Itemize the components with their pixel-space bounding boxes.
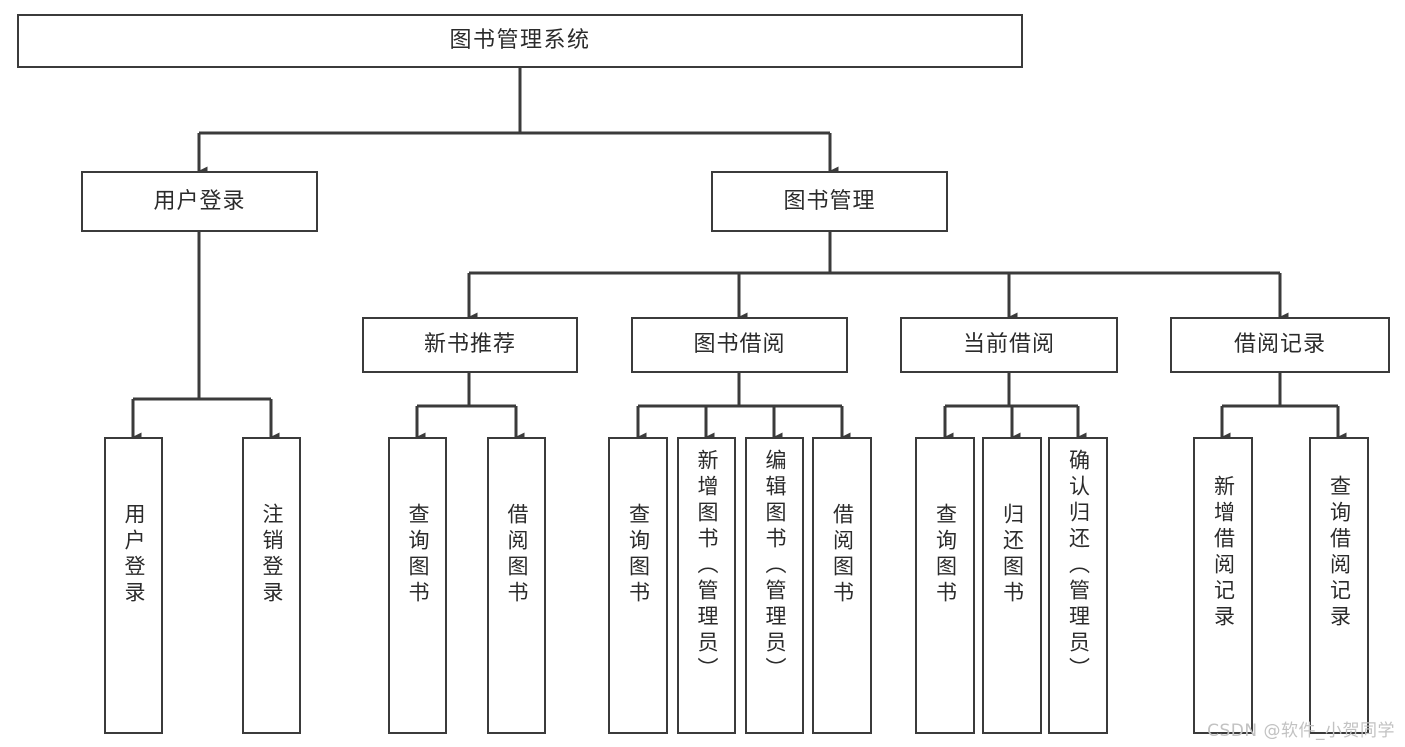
node-label: 借阅记录 <box>1233 332 1326 358</box>
node-new-book-recommend[interactable]: 新书推荐 <box>362 317 578 373</box>
node-user-login[interactable]: 用户登录 <box>81 171 318 232</box>
node-book-management[interactable]: 图书管理 <box>711 171 948 232</box>
leaf-book-borrow-add[interactable]: 新增图书（管理员） <box>677 437 736 734</box>
leaf-borrow-record-query[interactable]: 查询借阅记录 <box>1309 437 1369 734</box>
leaf-borrow-record-add[interactable]: 新增借阅记录 <box>1193 437 1253 734</box>
node-label: 借阅图书 <box>505 503 529 607</box>
node-label: 查询图书 <box>626 503 651 607</box>
csdn-watermark: CSDN @软件_小贺同学 <box>1207 721 1395 741</box>
leaf-new-book-borrow[interactable]: 借阅图书 <box>487 437 546 734</box>
node-label: 查询借阅记录 <box>1327 475 1352 631</box>
node-label: 图书管理 <box>783 188 876 214</box>
leaf-book-borrow-query[interactable]: 查询图书 <box>608 437 668 734</box>
node-label: 新增图书（管理员） <box>695 449 719 683</box>
node-label: 用户登录 <box>153 188 246 214</box>
leaf-current-borrow-return[interactable]: 归还图书 <box>982 437 1042 734</box>
node-book-borrow[interactable]: 图书借阅 <box>631 317 848 373</box>
node-label: 新书推荐 <box>423 332 516 358</box>
node-label: 归还图书 <box>1000 503 1025 607</box>
node-label: 图书借阅 <box>693 332 786 358</box>
leaf-user-login-logout[interactable]: 注销登录 <box>242 437 301 734</box>
leaf-current-borrow-confirm-return[interactable]: 确认归还（管理员） <box>1048 437 1108 734</box>
node-borrow-record[interactable]: 借阅记录 <box>1170 317 1390 373</box>
node-label: 新增借阅记录 <box>1211 475 1236 631</box>
node-label: 查询图书 <box>933 503 958 607</box>
node-label: 借阅图书 <box>830 503 855 607</box>
leaf-book-borrow-borrow[interactable]: 借阅图书 <box>812 437 872 734</box>
node-label: 确认归还（管理员） <box>1066 449 1091 683</box>
node-root-book-management-system[interactable]: 图书管理系统 <box>17 14 1023 68</box>
node-label: 编辑图书（管理员） <box>763 449 787 683</box>
leaf-book-borrow-edit[interactable]: 编辑图书（管理员） <box>745 437 804 734</box>
node-label: 用户登录 <box>122 503 146 607</box>
node-current-borrow[interactable]: 当前借阅 <box>900 317 1118 373</box>
leaf-user-login-login[interactable]: 用户登录 <box>104 437 163 734</box>
leaf-new-book-query[interactable]: 查询图书 <box>388 437 447 734</box>
node-label: 查询图书 <box>406 503 430 607</box>
leaf-current-borrow-query[interactable]: 查询图书 <box>915 437 975 734</box>
node-label: 注销登录 <box>260 503 284 607</box>
node-label: 图书管理系统 <box>449 28 591 54</box>
node-label: 当前借阅 <box>962 332 1055 358</box>
